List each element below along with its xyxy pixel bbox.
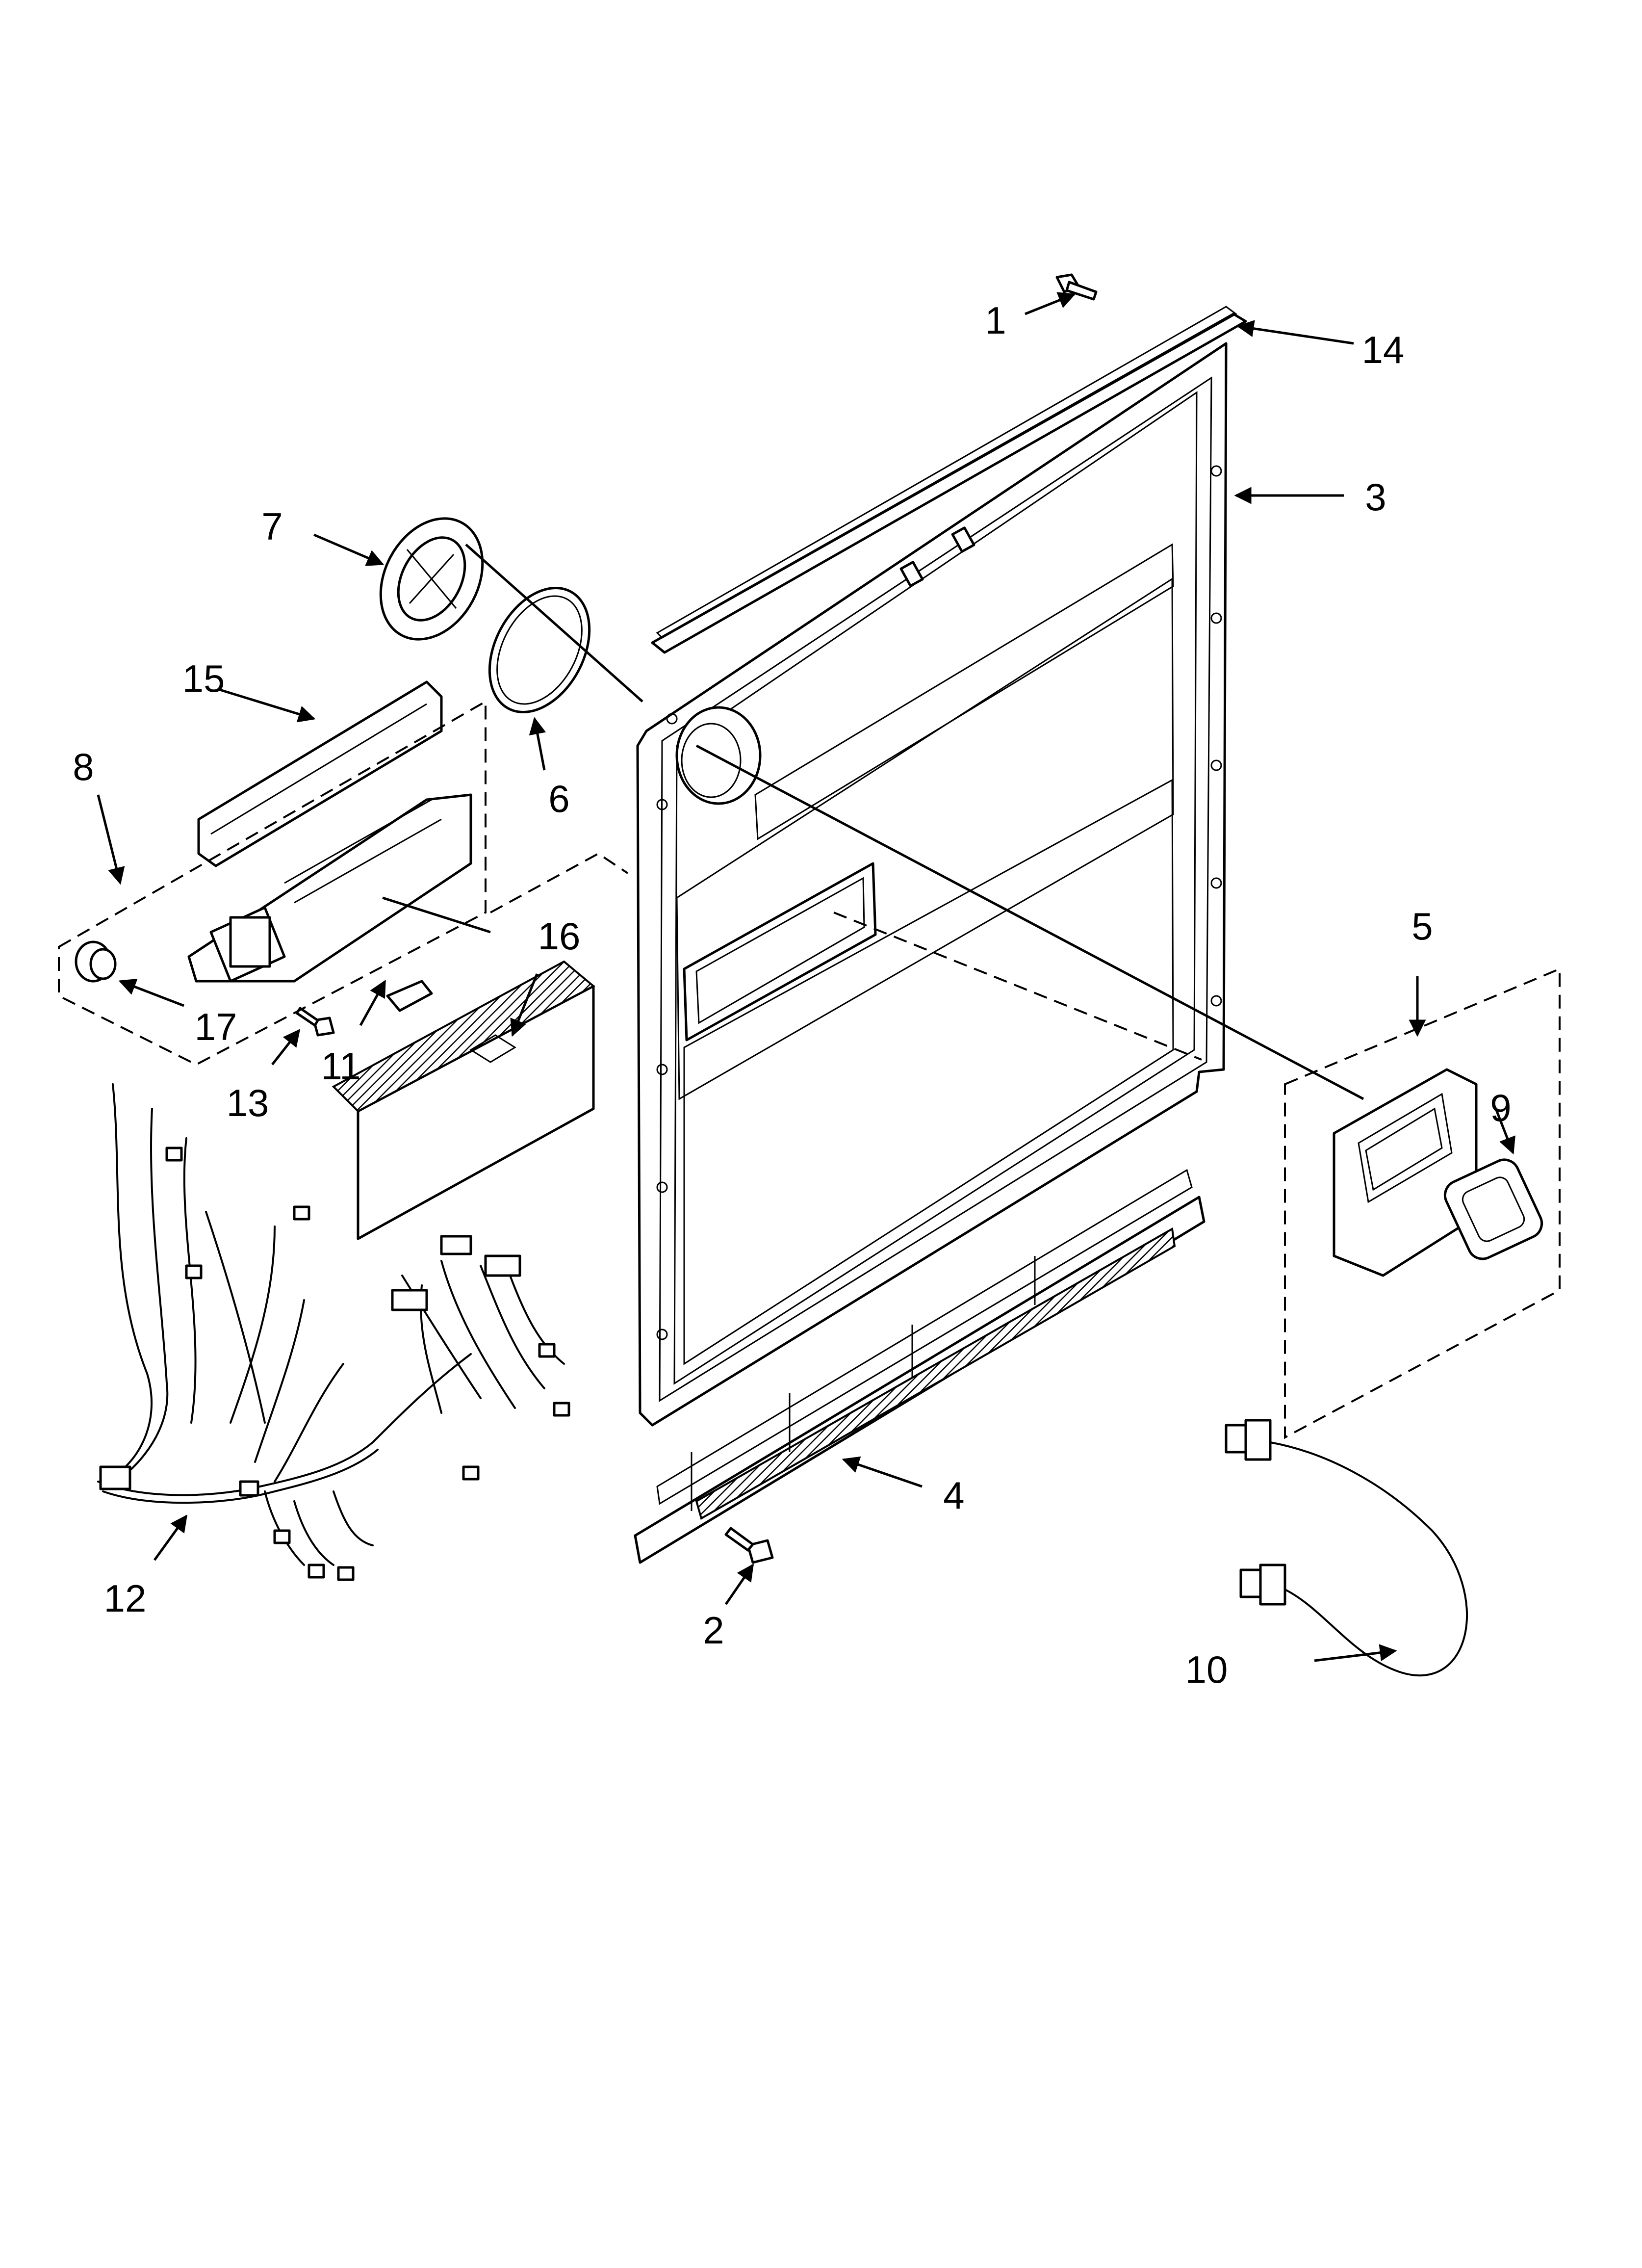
detergent-dispenser — [187, 793, 472, 983]
vent-gasket-9 — [1443, 1158, 1543, 1260]
group-outline-16 — [490, 852, 629, 913]
group-outline-5 — [1284, 967, 1561, 1439]
screw-bottom — [724, 1527, 774, 1564]
callout-8: 8 — [73, 745, 94, 788]
inner-door-panel — [636, 342, 1228, 1427]
callout-12: 12 — [104, 1577, 147, 1620]
group-outline-8 — [58, 700, 487, 1066]
dispenser-knob — [75, 940, 117, 983]
screw-13 — [295, 1007, 335, 1037]
callout-7: 7 — [261, 505, 282, 548]
callout-2: 2 — [703, 1609, 724, 1652]
bottom-door-trim — [634, 1169, 1206, 1564]
wire-harness — [97, 1083, 570, 1581]
callout-9: 9 — [1490, 1086, 1511, 1129]
callout-4: 4 — [943, 1474, 964, 1517]
callout-17: 17 — [195, 1005, 237, 1048]
callout-6: 6 — [548, 777, 569, 820]
callout-16: 16 — [538, 914, 581, 958]
leader-arrows — [97, 292, 1515, 1662]
latch-clip-11 — [386, 980, 433, 1012]
cable-assembly — [1225, 1419, 1468, 1677]
vent-gasket — [488, 587, 591, 713]
callout-5: 5 — [1411, 905, 1433, 948]
assembly-line-5 — [833, 912, 1202, 1061]
vent-cover — [379, 517, 484, 641]
callout-1: 1 — [985, 299, 1006, 342]
callout-15: 15 — [182, 657, 225, 700]
screw-top — [1055, 273, 1098, 301]
callout-10: 10 — [1185, 1648, 1228, 1691]
dispenser-trim-15 — [197, 680, 443, 867]
callout-13: 13 — [227, 1081, 269, 1124]
vent-assembly — [1333, 1068, 1478, 1277]
callout-3: 3 — [1365, 475, 1386, 519]
callout-11: 11 — [321, 1044, 361, 1088]
callout-14: 14 — [1362, 328, 1405, 371]
